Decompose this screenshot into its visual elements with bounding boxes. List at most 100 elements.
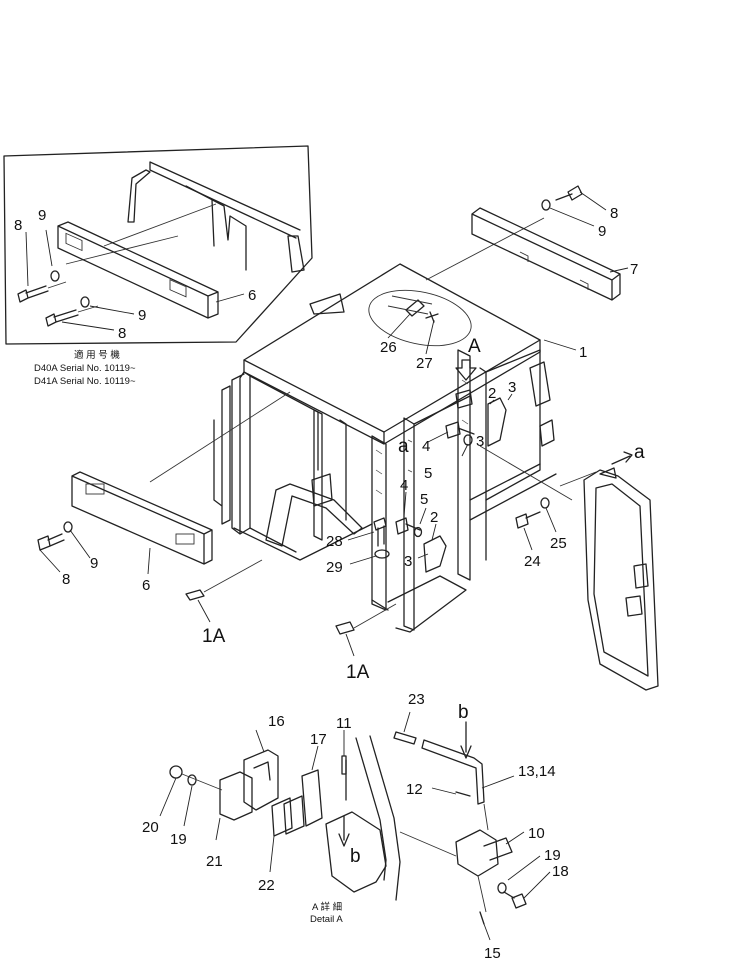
part-15-pin	[479, 911, 485, 925]
inset-washer-bottom	[80, 296, 90, 308]
label-8-right: 8	[610, 205, 618, 222]
roof-access-opening	[368, 289, 472, 347]
assembly-line-door	[479, 445, 597, 501]
rear-post-right	[403, 417, 415, 631]
cab-frame-assembly	[149, 217, 597, 635]
roof-clip-26	[405, 299, 425, 317]
label-view-b-detail: b	[350, 846, 361, 867]
seat-bracket	[311, 473, 333, 507]
label-1A-left: 1A	[202, 626, 226, 647]
center-pillar	[313, 409, 347, 541]
label-8-left: 8	[62, 571, 70, 588]
label-inset-8-bottom: 8	[118, 325, 126, 342]
label-view-b-top: b	[458, 702, 469, 723]
cover-plate-7	[471, 207, 621, 301]
label-22: 22	[258, 877, 275, 894]
label-24: 24	[524, 553, 541, 570]
bolt-8-left	[37, 533, 65, 551]
left-cover-plate-group	[37, 471, 213, 565]
inset-frame-inner	[185, 185, 247, 271]
detail-axis-left	[181, 773, 223, 791]
label-23: 23	[408, 691, 425, 708]
front-window-frame	[213, 385, 231, 525]
inset-frame-top	[149, 161, 301, 239]
view-arrow-b-top	[460, 721, 472, 759]
label-3-upper: 3	[508, 379, 516, 396]
part-20-nut	[169, 765, 183, 779]
right-lower-beam	[469, 463, 557, 521]
label-9-right: 9	[598, 223, 606, 240]
detail-arrow-b	[338, 815, 350, 847]
label-view-a-right: a	[634, 442, 645, 463]
top-cover-plate-group	[471, 185, 621, 301]
detail-A-group	[169, 721, 527, 925]
washer-29	[374, 549, 390, 559]
frame-hatch	[375, 379, 469, 495]
label-3-lower: 3	[404, 553, 412, 570]
label-27: 27	[416, 355, 433, 372]
label-1A-right: 1A	[346, 662, 370, 683]
bracket-2-lower	[423, 535, 447, 573]
label-13-14: 13,14	[518, 763, 556, 780]
label-7: 7	[630, 261, 638, 278]
label-9-left: 9	[90, 555, 98, 572]
label-5-upper: 5	[424, 465, 432, 482]
leader-1	[543, 339, 577, 351]
detail-axis-right	[399, 803, 489, 913]
plate-6-slot-left	[85, 483, 105, 495]
cab-roof-edge	[243, 339, 541, 445]
door-top-hook	[599, 467, 617, 479]
inset-bolt-bottom	[45, 309, 79, 327]
bracket-3-upper	[455, 389, 473, 409]
inset-serial-d40a: D40A Serial No. 10119~	[34, 363, 136, 374]
part-16-block	[243, 749, 279, 811]
bolt-24	[515, 511, 541, 529]
bolt-8-right	[555, 185, 583, 201]
leader-1A	[197, 599, 355, 657]
roof-screw-27	[425, 311, 439, 323]
leader-8-right	[579, 191, 607, 211]
label-19-right: 19	[544, 847, 561, 864]
label-11: 11	[336, 715, 352, 732]
door-glass	[593, 483, 649, 677]
grab-handle	[265, 483, 363, 547]
cab-base	[233, 523, 467, 633]
bracket-2-upper	[487, 397, 507, 447]
detail-title-en: Detail A	[310, 914, 343, 925]
leader-9-right	[549, 207, 595, 227]
label-12: 12	[406, 781, 423, 798]
label-5-lower: 5	[420, 491, 428, 508]
bolt-28	[373, 517, 387, 547]
inset-bolt-top	[17, 285, 49, 303]
label-inset-6: 6	[248, 287, 256, 304]
plate-6-slot-right	[175, 533, 195, 545]
left-side-beam	[249, 375, 319, 553]
label-20: 20	[142, 819, 159, 836]
detail-bracket-plate	[325, 811, 387, 893]
inset-serial-d41a: D41A Serial No. 10119~	[34, 376, 136, 387]
view-arrow-A	[455, 359, 477, 381]
washer-25	[540, 497, 550, 509]
part-12-pin	[455, 791, 471, 797]
label-inset-8-top: 8	[14, 217, 22, 234]
leader-26-27	[387, 313, 435, 355]
leader-detail-left	[159, 729, 319, 873]
leader-28-29	[347, 531, 377, 565]
view-arrow-a-right	[611, 451, 633, 465]
label-inset-9-bottom: 9	[138, 307, 146, 324]
label-10: 10	[528, 825, 545, 842]
inset-border	[3, 145, 313, 345]
roof-hatch	[387, 295, 433, 315]
leader-8-9-6-left	[39, 529, 151, 575]
washer-9-right	[541, 199, 551, 211]
part-17-plate	[301, 769, 323, 827]
inset-header-jp: 適 用 号 機	[74, 349, 120, 361]
rear-post-column	[457, 349, 487, 581]
part-11-pin	[341, 755, 347, 775]
part-19-washer-right	[497, 882, 507, 894]
leader-lines	[39, 191, 629, 941]
label-6-main: 6	[142, 577, 150, 594]
leader-24-25	[523, 507, 557, 551]
label-inset-9-top: 9	[38, 207, 46, 224]
